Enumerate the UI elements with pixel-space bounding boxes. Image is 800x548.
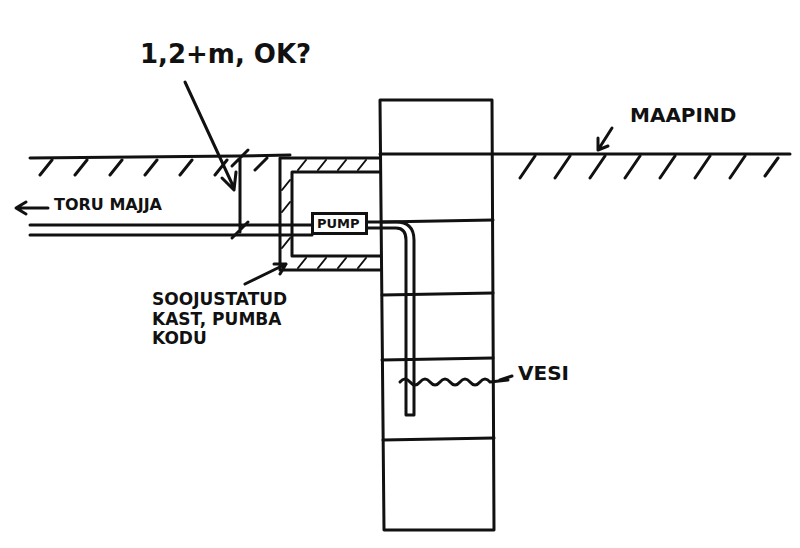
pipe-label: TORU MAJJA xyxy=(52,196,164,214)
ground-leader xyxy=(598,128,612,150)
box-leader xyxy=(245,264,286,284)
water-label: VESI xyxy=(516,362,571,385)
water-leader xyxy=(500,376,512,380)
depth-leader xyxy=(185,82,236,190)
direction-arrow xyxy=(16,202,48,214)
well-shaft xyxy=(380,100,494,530)
house-pipe xyxy=(30,225,312,235)
soil-hatching xyxy=(40,156,778,178)
box-label: SOOJUSTATUD KAST, PUMBA KODU xyxy=(150,290,284,349)
well-rings xyxy=(382,220,494,440)
insulated-box-outer xyxy=(280,158,380,270)
suction-hose xyxy=(368,222,414,415)
depth-dimension xyxy=(232,150,248,238)
pump-box: PUMP xyxy=(311,212,368,235)
water-level xyxy=(400,379,508,385)
pump-text: PUMP xyxy=(317,216,362,231)
ground-label: MAAPIND xyxy=(628,104,738,127)
insulated-box-inner xyxy=(292,172,380,256)
depth-question: 1,2+m, OK? xyxy=(138,40,313,70)
